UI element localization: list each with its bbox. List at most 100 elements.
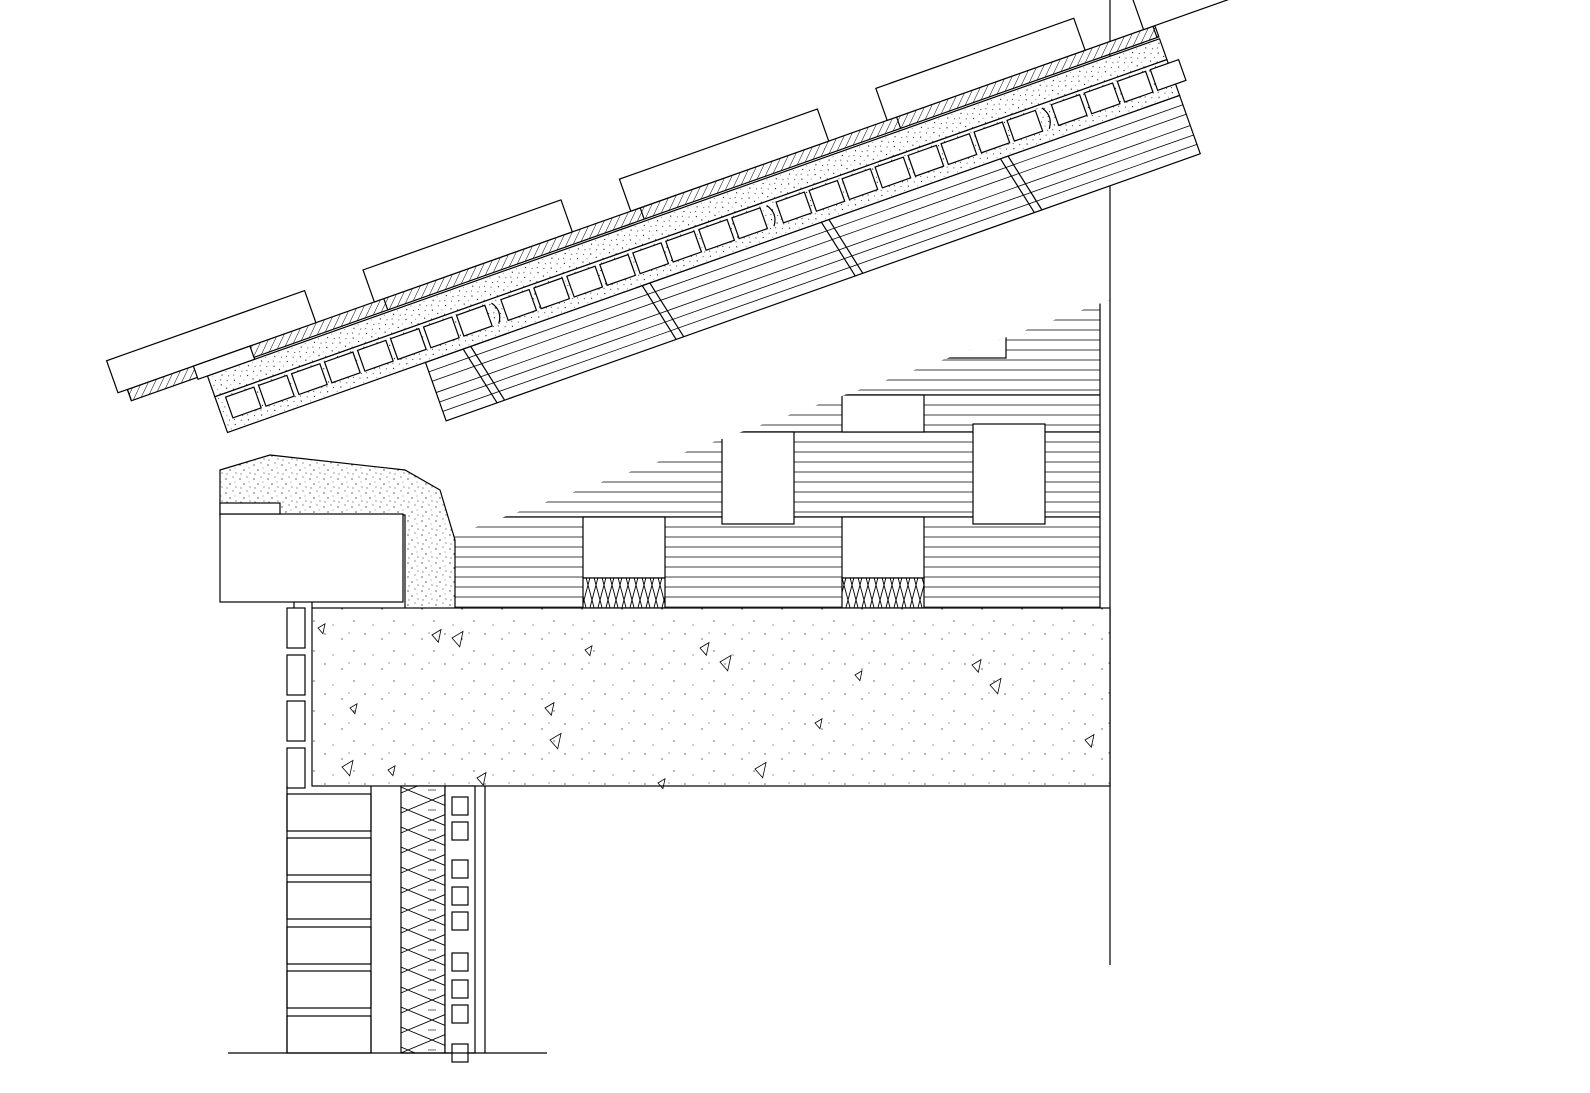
rafter-strut (828, 219, 864, 274)
rafter-strut (470, 346, 506, 401)
eave-beam-cap (219, 502, 281, 515)
beam-end-block (921, 300, 1007, 359)
rafter-line (439, 134, 1194, 403)
hollow-block-cell (290, 362, 328, 396)
beam-end-block (841, 394, 925, 433)
aggregate-mark (854, 669, 863, 682)
aggregate-mark (719, 654, 732, 672)
hollow-block-cell (257, 374, 295, 407)
hollow-block-cell (698, 218, 736, 252)
inner-block-cell (451, 911, 469, 931)
hollow-block-cell (566, 265, 604, 298)
aggregate-mark (431, 628, 442, 644)
hollow-block-cell (224, 386, 262, 419)
beam-end-block (972, 423, 1046, 525)
rafter-line (428, 104, 1184, 373)
rafter-strut (462, 348, 498, 404)
aggregate-mark (971, 658, 982, 674)
hollow-block-layer (214, 58, 1187, 434)
beam-end-post (1099, 300, 1110, 610)
beam-end-block (841, 516, 925, 579)
inner-block-cell (451, 952, 469, 972)
inner-block-cell (451, 886, 469, 906)
tile-lap-line (639, 207, 645, 220)
rafter-line (442, 143, 1198, 412)
aggregate-mark (451, 630, 464, 648)
eave-beam (219, 513, 404, 603)
hollow-block-cell (665, 230, 703, 263)
roof-tile (362, 199, 574, 303)
aggregate-mark (699, 641, 710, 657)
aggregate-mark (349, 702, 358, 715)
beam-end-block (582, 516, 666, 579)
tile-lap-line (896, 116, 902, 129)
hollow-block-cell (874, 156, 912, 189)
eave-tile-stop (192, 345, 256, 381)
roof-tile (618, 108, 830, 212)
slab-edge-bricks (286, 602, 313, 789)
rafter-strut (999, 158, 1035, 213)
hollow-block-cell (422, 316, 460, 349)
roof-tile (1131, 0, 1343, 31)
aggregate-mark (814, 717, 823, 730)
hollow-block-cell (907, 144, 945, 177)
aggregate-mark (387, 764, 396, 777)
external-wall (228, 785, 547, 1063)
block-joint (491, 302, 501, 324)
aggregate-mark (544, 701, 555, 717)
tile-lap-line (1152, 26, 1158, 38)
hollow-block-cell (533, 277, 571, 310)
hollow-block-cell (841, 168, 879, 201)
hollow-block-cell (973, 121, 1011, 154)
roof-build-up (105, 0, 1343, 434)
aggregate-mark (549, 732, 562, 750)
beam-insulation-block-1 (582, 577, 666, 609)
block-joint (766, 205, 776, 227)
rafter-strut (649, 282, 685, 338)
hollow-block-cell (632, 242, 670, 275)
hollow-block-cell (1083, 82, 1121, 115)
rafter-strut (1007, 155, 1043, 211)
beam-insulation-block-2 (841, 577, 925, 609)
inner-block-cell (451, 859, 469, 879)
rafter-strut (820, 221, 856, 277)
hollow-block-cell (775, 191, 813, 224)
aggregate-mark (584, 644, 593, 657)
hollow-block-cell (1116, 70, 1154, 103)
beam-band (440, 516, 1110, 609)
concrete-slab (311, 607, 1111, 787)
hollow-block-cell (731, 207, 769, 240)
wall-insulation (400, 785, 446, 1054)
aggregate-mark (1084, 733, 1095, 749)
rafter-line (432, 113, 1187, 382)
hollow-block-cell (1050, 93, 1088, 127)
hollow-block-cell (808, 179, 846, 212)
aggregate-mark (657, 777, 666, 790)
hollow-block-cell (455, 304, 493, 337)
aggregate-mark (754, 761, 767, 779)
roof-tile-layer (105, 0, 1343, 401)
beam-end-block (721, 431, 795, 525)
tile-lap-line (383, 298, 389, 311)
hollow-block-cell (940, 132, 978, 166)
hollow-block-cell (389, 327, 427, 361)
aggregate-mark (341, 759, 354, 777)
tile-lap-line (126, 389, 132, 401)
hollow-block-cell (1006, 109, 1044, 142)
hollow-block-cell (1149, 58, 1187, 92)
rafter-line (436, 125, 1191, 393)
aggregate-mark (317, 622, 326, 635)
mortar-bed (206, 38, 1168, 398)
block-joint (1041, 107, 1051, 129)
inner-block-cell (451, 796, 469, 816)
aggregate-mark (476, 771, 487, 787)
inner-block-cell (451, 821, 469, 841)
rafter-strut (641, 285, 677, 340)
roof-tile (875, 17, 1086, 122)
hollow-block-cell (599, 253, 637, 287)
hollow-block-cell (323, 351, 361, 384)
hollow-block-cell (356, 339, 394, 372)
inner-block-cell (451, 1004, 469, 1024)
inner-block-cell (451, 979, 469, 999)
